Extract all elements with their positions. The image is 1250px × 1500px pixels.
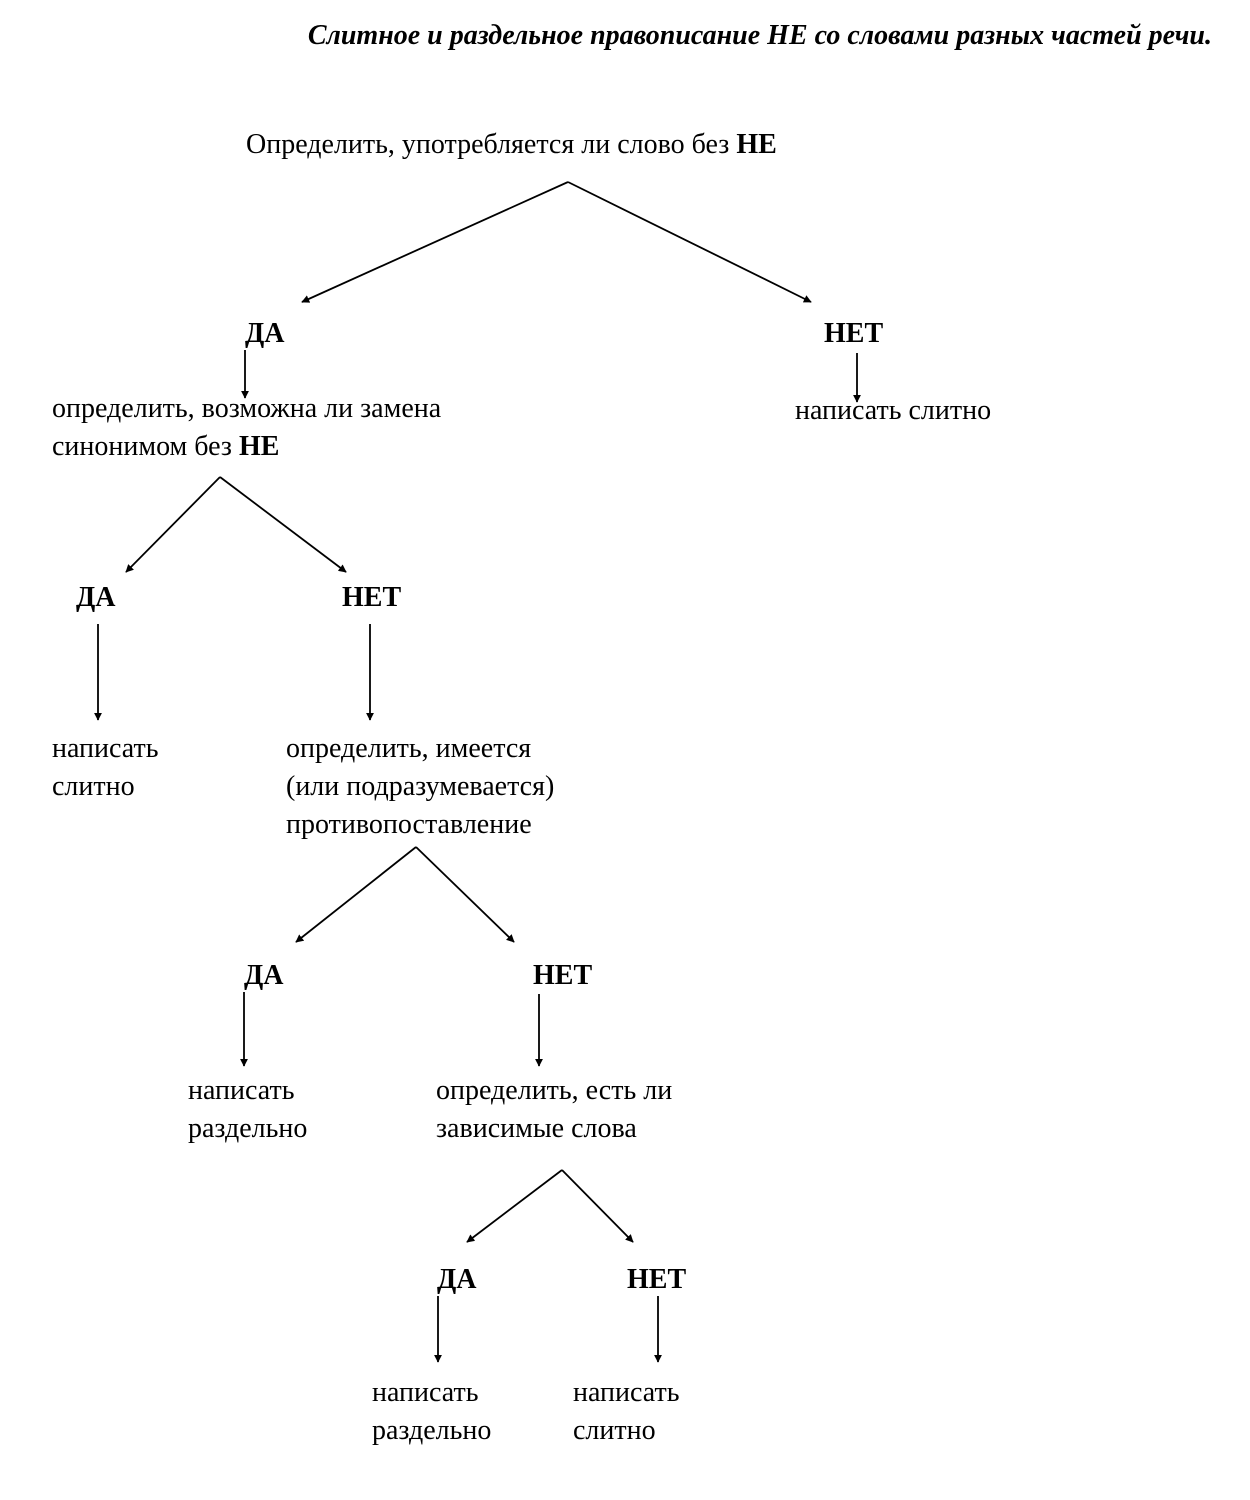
level1-no-result: написать слитно [795, 395, 992, 426]
contrast-question-line1: определить, имеется [286, 733, 532, 764]
root-question-text: Определить, употребляется ли слово без [246, 129, 737, 160]
level2-yes-result-line1: написать [52, 733, 159, 764]
synonym-question-line2: синонимом без НЕ [52, 428, 441, 466]
arrow-dependent-to-no [561, 1169, 634, 1243]
arrow-contrast-to-no [415, 846, 515, 943]
arrow-root-to-no [567, 181, 812, 303]
level3-no-label: НЕТ [533, 960, 593, 991]
level2-no-label: НЕТ [342, 582, 402, 613]
level3-yes-result: написать раздельно [188, 1072, 307, 1148]
level4-yes-result-line1: написать [372, 1377, 479, 1408]
level2-yes-label: ДА [76, 582, 116, 613]
level3-yes-result-line1: написать [188, 1075, 295, 1106]
synonym-question: определить, возможна ли замена синонимом… [52, 390, 441, 466]
root-question-emphasis: НЕ [736, 129, 777, 160]
arrow-dependent-to-yes [466, 1169, 563, 1243]
synonym-question-line2-text: синонимом без [52, 431, 239, 462]
level3-yes-label: ДА [244, 960, 284, 991]
level4-yes-result-line2: раздельно [372, 1415, 492, 1446]
level3-yes-result-line2: раздельно [188, 1113, 308, 1144]
dependent-words-question-line1: определить, есть ли [436, 1075, 673, 1106]
arrow-synonym-to-yes [125, 476, 221, 573]
dependent-words-question: определить, есть ли зависимые слова [436, 1072, 672, 1148]
root-question: Определить, употребляется ли слово без Н… [246, 126, 777, 164]
dependent-words-question-line2: зависимые слова [436, 1113, 637, 1144]
arrow-root-to-yes [301, 181, 569, 303]
arrow-contrast-to-yes [295, 846, 417, 943]
level4-no-result-line1: написать [573, 1377, 680, 1408]
level4-yes-result: написать раздельно [372, 1374, 491, 1450]
contrast-question-line2: (или подразумевается) [286, 771, 555, 802]
level1-no-label: НЕТ [824, 318, 884, 349]
level4-yes-label: ДА [437, 1264, 477, 1295]
arrow-synonym-to-no [219, 476, 347, 573]
synonym-question-line1: определить, возможна ли замена [52, 393, 442, 424]
level2-yes-result: написать слитно [52, 730, 159, 806]
contrast-question: определить, имеется (или подразумевается… [286, 730, 554, 844]
page-title: Слитное и раздельное правописание НЕ со … [307, 20, 1212, 51]
level2-yes-result-line2: слитно [52, 771, 135, 802]
synonym-question-emphasis: НЕ [238, 431, 280, 462]
contrast-question-line3: противопоставление [286, 809, 532, 840]
level1-yes-label: ДА [245, 318, 285, 349]
level4-no-result-line2: слитно [573, 1415, 656, 1446]
level4-no-label: НЕТ [627, 1264, 687, 1295]
level4-no-result: написать слитно [573, 1374, 680, 1450]
